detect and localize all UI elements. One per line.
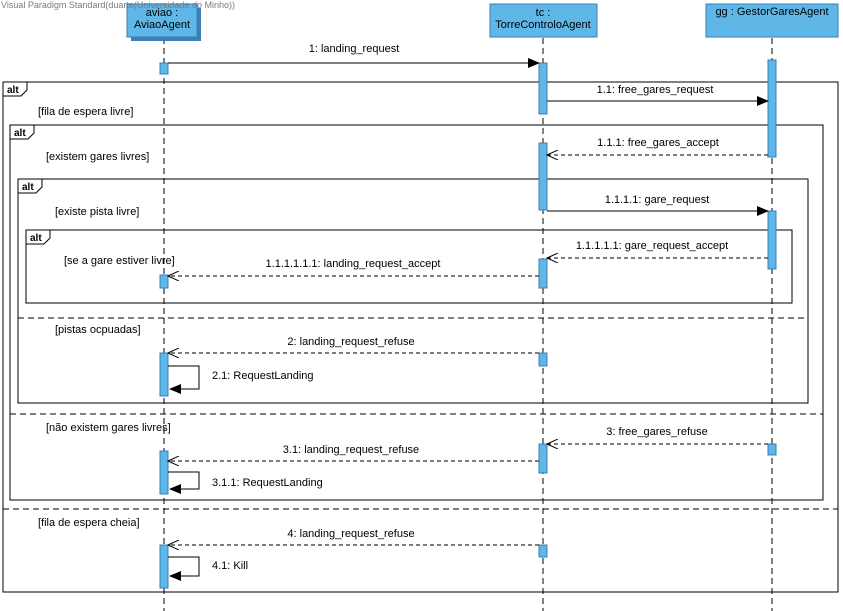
guard-gares-livres: [existem gares livres]	[46, 151, 149, 163]
activation-aviao-2	[159, 274, 169, 289]
frame-outer-operator: alt	[7, 85, 19, 96]
frame-level2-operator: alt	[14, 128, 26, 139]
message-3[interactable]: 3: free_gares_refuse	[547, 426, 768, 444]
frame-level3: alt	[17, 178, 809, 404]
message-3-1[interactable]: 3.1: landing_request_refuse	[168, 444, 539, 461]
guard-nao-gares-livres: [não existem gares livres]	[46, 422, 171, 434]
message-1-label: 1: landing_request	[309, 43, 400, 55]
message-4[interactable]: 4: landing_request_refuse	[168, 528, 539, 545]
message-2-1[interactable]: 2.1: RequestLanding	[168, 365, 314, 394]
activation-tc-1	[538, 62, 548, 115]
message-3-label: 3: free_gares_refuse	[606, 426, 708, 438]
guard-gare-livre: [se a gare estiver livre]	[64, 255, 175, 267]
message-4-1-label: 4.1: Kill	[212, 560, 248, 572]
frame-level3-operator: alt	[22, 182, 34, 193]
message-1-1[interactable]: 1.1: free_gares_request	[547, 84, 769, 106]
message-1-1-1-1-1-1-label: 1.1.1.1.1.1: landing_request_accept	[266, 258, 441, 270]
message-2[interactable]: 2: landing_request_refuse	[168, 336, 539, 353]
message-1-1-1-1-1-1[interactable]: 1.1.1.1.1.1: landing_request_accept	[168, 258, 539, 276]
message-1[interactable]: 1: landing_request	[168, 43, 540, 68]
guard-fila-livre: [fila de espera livre]	[38, 106, 133, 118]
message-1-1-1-label: 1.1.1: free_gares_accept	[597, 137, 719, 149]
guard-fila-cheia: [fila de espera cheia]	[38, 517, 140, 529]
message-3-1-label: 3.1: landing_request_refuse	[283, 444, 419, 456]
message-2-label: 2: landing_request_refuse	[287, 336, 414, 348]
activation-aviao-5	[159, 544, 169, 589]
activation-tc-2	[538, 142, 548, 211]
message-1-1-label: 1.1: free_gares_request	[597, 84, 714, 96]
lifeline-aviao-type: AviaoAgent	[134, 19, 190, 31]
guard-pista-livre: [existe pista livre]	[55, 206, 139, 218]
activation-bars	[159, 59, 777, 589]
message-1-1-1-1-1[interactable]: 1.1.1.1.1: gare_request_accept	[547, 240, 768, 258]
message-3-1-1[interactable]: 3.1.1: RequestLanding	[168, 471, 323, 494]
watermark-text: Visual Paradigm Standard(duarte(Universi…	[1, 0, 235, 10]
activation-tc-4	[538, 352, 548, 367]
activation-gg-1	[767, 59, 777, 158]
lifeline-head-aviao[interactable]: aviao : AviaoAgent	[126, 3, 201, 41]
frame-level2: alt	[9, 124, 824, 501]
frame-outer: alt	[2, 81, 839, 593]
activation-aviao-3	[159, 352, 169, 397]
activation-tc-3	[538, 258, 548, 289]
activation-gg-2	[767, 210, 777, 270]
message-1-1-1-1[interactable]: 1.1.1.1: gare_request	[547, 194, 769, 216]
activation-tc-5	[538, 443, 548, 474]
activation-tc-6	[538, 544, 548, 558]
lifeline-head-gg[interactable]: gg : GestorGaresAgent	[705, 3, 839, 38]
message-4-1[interactable]: 4.1: Kill	[168, 556, 248, 581]
activation-aviao-1	[159, 62, 169, 75]
lifeline-head-tc[interactable]: tc : TorreControloAgent	[489, 3, 598, 38]
lifeline-gg-name: gg : GestorGaresAgent	[715, 6, 828, 18]
guard-pistas-ocupadas: [pistas ocpuadas]	[55, 324, 141, 336]
message-4-label: 4: landing_request_refuse	[287, 528, 414, 540]
lifeline-aviao-name: aviao :	[146, 7, 178, 19]
frame-level4: alt	[25, 229, 793, 304]
activation-gg-3	[767, 443, 777, 456]
message-1-1-1[interactable]: 1.1.1: free_gares_accept	[547, 137, 768, 155]
lifeline-tc-name: tc :	[536, 7, 551, 19]
message-2-1-label: 2.1: RequestLanding	[212, 370, 314, 382]
message-1-1-1-1-label: 1.1.1.1: gare_request	[605, 194, 710, 206]
activation-aviao-4	[159, 450, 169, 495]
message-1-1-1-1-1-label: 1.1.1.1.1: gare_request_accept	[576, 240, 728, 252]
message-3-1-1-label: 3.1.1: RequestLanding	[212, 477, 323, 489]
lifeline-tc-type: TorreControloAgent	[495, 19, 590, 31]
frame-level4-operator: alt	[30, 233, 42, 244]
